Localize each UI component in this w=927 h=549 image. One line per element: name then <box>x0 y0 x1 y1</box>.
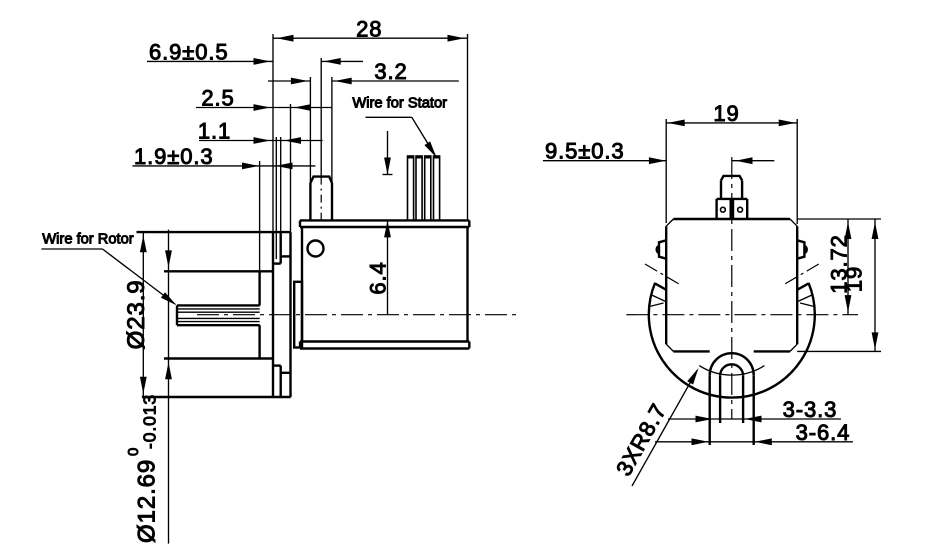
svg-text:3XR8.7: 3XR8.7 <box>611 399 671 480</box>
svg-text:Wire for Stator: Wire for Stator <box>352 96 447 112</box>
svg-text:Ø12.69: Ø12.69 <box>134 459 161 543</box>
svg-text:13.72: 13.72 <box>827 234 852 294</box>
svg-text:Ø23.9: Ø23.9 <box>123 279 150 349</box>
svg-text:3-6.4: 3-6.4 <box>796 420 851 445</box>
svg-text:1.1: 1.1 <box>198 119 231 144</box>
svg-text:6.9±0.5: 6.9±0.5 <box>149 39 229 64</box>
svg-text:9.5±0.3: 9.5±0.3 <box>545 139 625 164</box>
svg-text:1.9±0.3: 1.9±0.3 <box>134 144 214 169</box>
svg-text:19: 19 <box>842 266 867 292</box>
svg-text:3-3.3: 3-3.3 <box>783 397 838 422</box>
svg-text:0: 0 <box>125 448 142 456</box>
svg-text:6.4: 6.4 <box>366 261 391 294</box>
svg-text:-0.013: -0.013 <box>140 394 160 449</box>
svg-text:28: 28 <box>356 17 382 42</box>
svg-text:19: 19 <box>713 101 739 126</box>
svg-text:2.5: 2.5 <box>201 86 234 111</box>
svg-text:3.2: 3.2 <box>374 59 407 84</box>
svg-text:Wire for Rotor: Wire for Rotor <box>42 231 134 247</box>
